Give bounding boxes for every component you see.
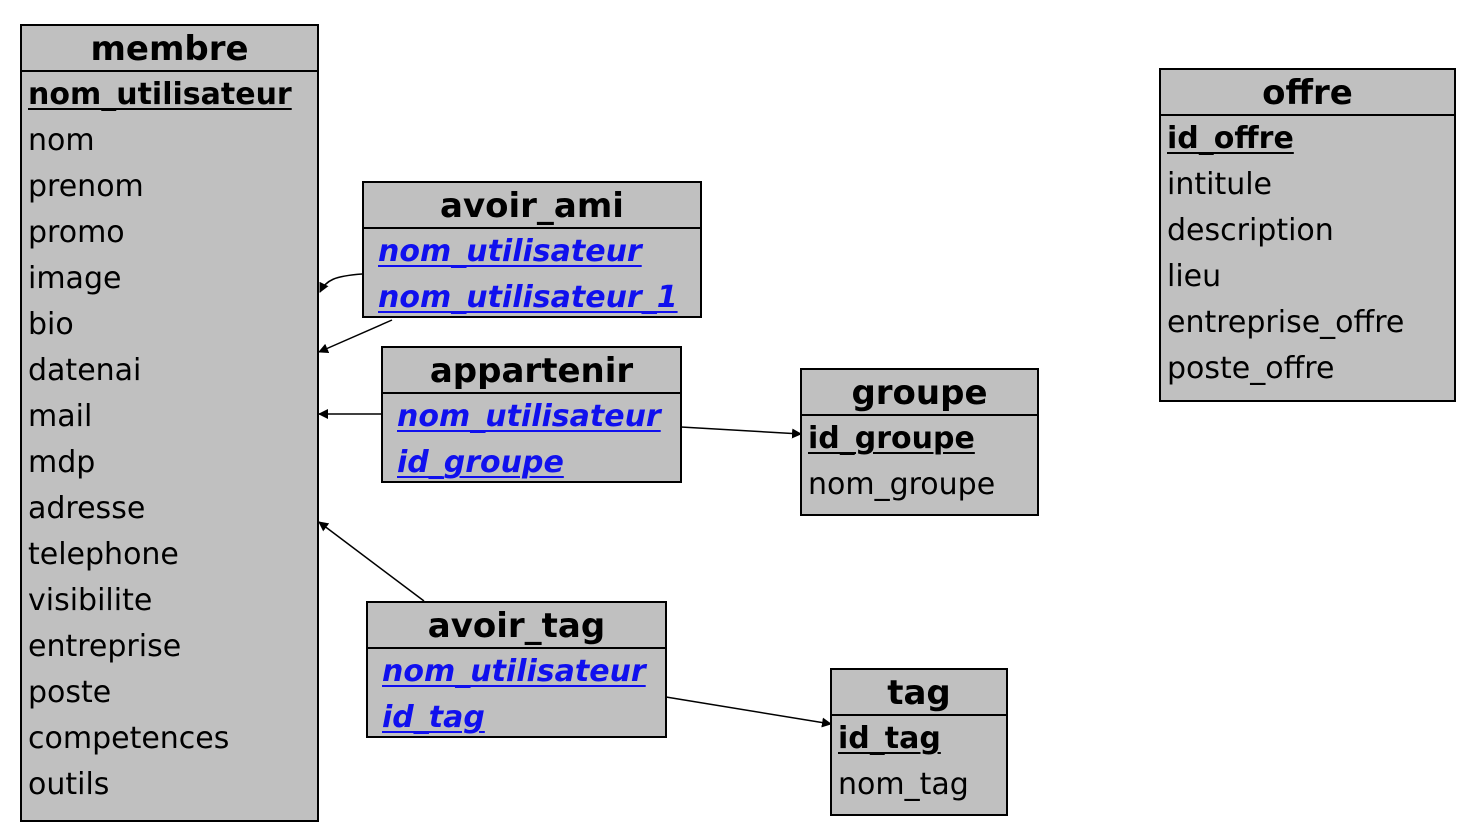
link-appartenir-to-groupe [680, 426, 802, 439]
attribute: intitule [1167, 167, 1273, 202]
entity-attributes: nom_utilisateur id_tag [368, 649, 665, 741]
attribute-primary-key: id_offre [1167, 121, 1294, 156]
entity-tag: tag id_tag nom_tag [830, 668, 1008, 816]
attribute: promo [28, 215, 125, 250]
attribute: image [28, 261, 122, 296]
entity-avoir-ami: avoir_ami nom_utilisateur nom_utilisateu… [362, 181, 702, 318]
entity-attributes: id_offre intitule description lieu entre… [1161, 116, 1454, 392]
attribute: mdp [28, 445, 96, 480]
link-avoir-ami-to-membre-2 [318, 319, 393, 353]
entity-avoir-tag: avoir_tag nom_utilisateur id_tag [366, 601, 667, 738]
attribute: description [1167, 213, 1334, 248]
attribute: entreprise_offre [1167, 305, 1405, 340]
attribute: prenom [28, 169, 144, 204]
attribute-foreign-key: nom_utilisateur [382, 654, 646, 689]
attribute: visibilite [28, 583, 153, 618]
attribute: outils [28, 767, 110, 802]
entity-attributes: nom_utilisateur nom_utilisateur_1 [364, 229, 700, 321]
entity-membre: membre nom_utilisateur nom prenom promo … [20, 24, 319, 822]
entity-title: tag [832, 670, 1006, 716]
attribute: poste [28, 675, 112, 710]
entity-title: avoir_tag [368, 603, 665, 649]
link-avoir-ami-to-membre-1 [319, 273, 363, 293]
entity-offre: offre id_offre intitule description lieu… [1159, 68, 1456, 402]
link-avoir-tag-to-tag [665, 696, 832, 728]
entity-groupe: groupe id_groupe nom_groupe [800, 368, 1039, 516]
attribute-primary-key: id_tag [838, 721, 941, 756]
attribute-primary-key: id_groupe [808, 421, 975, 456]
attribute: bio [28, 307, 74, 342]
attribute: nom [28, 123, 95, 158]
entity-title: membre [22, 26, 317, 72]
entity-attributes: id_groupe nom_groupe [802, 416, 1037, 508]
entity-title: appartenir [383, 348, 680, 394]
attribute: entreprise [28, 629, 182, 664]
attribute: poste_offre [1167, 351, 1335, 386]
attribute: adresse [28, 491, 146, 526]
link-avoir-tag-to-membre [318, 521, 425, 602]
attribute: lieu [1167, 259, 1222, 294]
attribute: datenai [28, 353, 142, 388]
entity-title: groupe [802, 370, 1037, 416]
attribute-foreign-key: nom_utilisateur [378, 234, 642, 269]
attribute-foreign-key: id_tag [382, 700, 485, 735]
attribute: nom_groupe [808, 467, 996, 502]
attribute: telephone [28, 537, 179, 572]
entity-title: avoir_ami [364, 183, 700, 229]
attribute-foreign-key: nom_utilisateur [397, 399, 661, 434]
entity-attributes: id_tag nom_tag [832, 716, 1006, 808]
entity-title: offre [1161, 70, 1454, 116]
attribute: nom_tag [838, 767, 969, 802]
attribute-foreign-key: id_groupe [397, 445, 564, 480]
attribute-foreign-key: nom_utilisateur_1 [378, 280, 678, 315]
attribute: mail [28, 399, 93, 434]
entity-appartenir: appartenir nom_utilisateur id_groupe [381, 346, 682, 483]
entity-attributes: nom_utilisateur id_groupe [383, 394, 680, 486]
attribute-primary-key: nom_utilisateur [28, 77, 292, 112]
entity-attributes: nom_utilisateur nom prenom promo image b… [22, 72, 317, 808]
attribute: competences [28, 721, 230, 756]
